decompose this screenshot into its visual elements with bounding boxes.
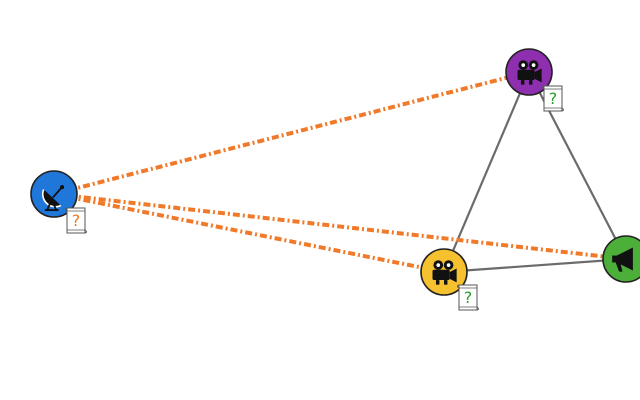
document-badge-icon[interactable]: ? <box>65 207 87 234</box>
node-camera-top[interactable] <box>505 48 553 96</box>
edge-satellite-to-camera-bottom <box>53 192 445 274</box>
node-circle <box>30 170 78 218</box>
node-camera-bottom[interactable] <box>420 248 468 296</box>
edges-layer <box>53 70 627 274</box>
edge-satellite-to-megaphone <box>53 192 627 261</box>
badge-question-mark: ? <box>72 211 81 230</box>
node-megaphone[interactable] <box>602 235 640 283</box>
edge-satellite-to-camera-top <box>53 70 530 196</box>
nodes-layer: ??? <box>30 48 640 311</box>
node-satellite[interactable] <box>30 170 78 218</box>
document-badge-icon[interactable]: ? <box>542 85 564 112</box>
badge-question-mark: ? <box>464 288 473 307</box>
badge-question-mark: ? <box>549 89 558 108</box>
document-badge-icon[interactable]: ? <box>457 284 479 311</box>
edge-camera-bottom-to-megaphone <box>443 257 627 274</box>
